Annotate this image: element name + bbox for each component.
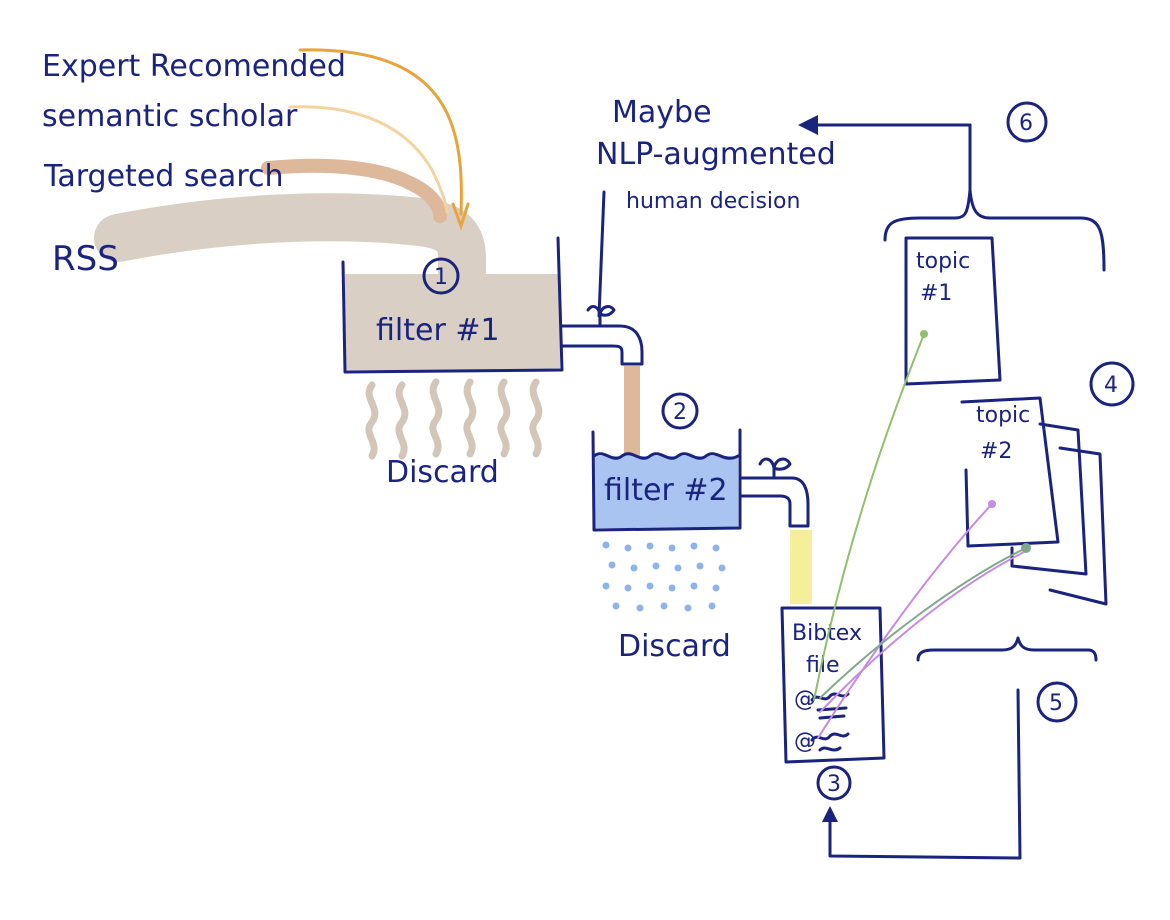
topic-cards: topic #1 topic #2 4 bbox=[904, 236, 1135, 606]
link-topic-2b-to-entry-1 bbox=[819, 551, 1025, 713]
topics-number: 4 bbox=[1104, 373, 1118, 398]
filter-2-wave bbox=[592, 452, 740, 460]
filter-1-faucet bbox=[560, 324, 644, 366]
topic-2-back-card-2 bbox=[1048, 446, 1108, 606]
filter-1-number: 1 bbox=[434, 265, 448, 290]
expert-arrowhead bbox=[451, 202, 470, 231]
bibtex-entry-2-scribble bbox=[810, 732, 850, 752]
decision-line3: human decision bbox=[626, 189, 800, 214]
filter-1-label: filter #1 bbox=[376, 313, 500, 348]
topic-2-number: #2 bbox=[980, 439, 1012, 464]
topic-2-back-card-1 bbox=[1010, 422, 1088, 576]
decision-arrowhead bbox=[798, 115, 818, 135]
rss-label: RSS bbox=[52, 239, 119, 279]
source-labels: Expert Recomended semantic scholar Targe… bbox=[42, 49, 346, 279]
topic-2-label: topic bbox=[976, 403, 1030, 428]
filter-1-number-circle bbox=[422, 257, 460, 295]
bibtex-number-circle bbox=[816, 765, 852, 801]
decision-brace bbox=[883, 123, 1106, 272]
feedback-line bbox=[828, 688, 1022, 860]
decision-number-circle bbox=[1006, 101, 1048, 143]
filter-1-faucet-handle bbox=[586, 305, 616, 328]
source-streams bbox=[94, 48, 486, 296]
feedback-brace bbox=[916, 636, 1098, 662]
link-topic-3-dot bbox=[1021, 543, 1031, 553]
filter-1: 1 filter #1 Discard bbox=[341, 236, 644, 490]
targeted-search-stream bbox=[261, 158, 447, 223]
filter-2-faucet bbox=[738, 476, 810, 528]
filter-2-discard-label: Discard bbox=[618, 629, 731, 664]
filter-1-bucket bbox=[341, 236, 564, 374]
decision-pointer-line bbox=[597, 190, 606, 318]
decision-line1: Maybe bbox=[612, 95, 712, 130]
filter-2-faucet-handle bbox=[758, 457, 792, 480]
filter-1-outflow bbox=[624, 366, 640, 458]
bibtex-entry-2: @ bbox=[794, 729, 816, 754]
filter-2-outflow bbox=[790, 530, 812, 604]
feedback-number-circle bbox=[1036, 681, 1078, 723]
filter-2-discard-drops bbox=[602, 541, 726, 612]
link-topic-1-dot bbox=[920, 330, 928, 338]
semantic-scholar-stream bbox=[288, 105, 449, 214]
topic-1-label: topic bbox=[916, 249, 970, 274]
rss-stream bbox=[94, 193, 486, 296]
feedback-number: 5 bbox=[1049, 691, 1063, 716]
filter-2-label: filter #2 bbox=[604, 473, 728, 508]
decision-number: 6 bbox=[1019, 111, 1033, 136]
targeted-search-label: Targeted search bbox=[43, 159, 284, 194]
link-topic-2-to-entry-2 bbox=[817, 503, 993, 739]
decision-note: Maybe NLP-augmented human decision 6 bbox=[596, 95, 1106, 318]
bibtex-entry-1: @ bbox=[794, 687, 816, 712]
bibtex-number: 3 bbox=[827, 772, 841, 797]
filter-2: 2 filter #2 Discard bbox=[591, 392, 812, 664]
topic-2-card bbox=[960, 396, 1060, 548]
filter-2-number: 2 bbox=[673, 400, 687, 425]
expert-recommended-stream bbox=[298, 48, 463, 216]
bibtex-entry-1-scribble bbox=[810, 692, 850, 720]
topic-links bbox=[813, 330, 1031, 739]
feedback-loop: 5 bbox=[822, 636, 1098, 860]
feedback-arrowhead bbox=[822, 806, 838, 822]
link-topic-2-dot bbox=[988, 500, 996, 508]
link-topic-1-to-entry-1 bbox=[813, 333, 925, 701]
link-topic-3-to-entry-1 bbox=[819, 547, 1027, 699]
filter-2-water bbox=[594, 456, 738, 528]
filter-1-discard-squiggles bbox=[365, 378, 543, 460]
topic-1-number: #1 bbox=[920, 281, 952, 306]
decision-line2: NLP-augmented bbox=[596, 137, 836, 172]
bibtex-card bbox=[780, 606, 886, 764]
bibtex-file: Bibtex file @ @ 3 bbox=[780, 606, 886, 801]
semantic-scholar-label: semantic scholar bbox=[42, 99, 298, 134]
filter-1-discard-label: Discard bbox=[386, 455, 499, 490]
topic-1-card bbox=[904, 236, 1002, 386]
expert-recommended-label: Expert Recomended bbox=[42, 49, 346, 84]
topics-number-circle bbox=[1089, 361, 1135, 407]
filter-2-number-circle bbox=[661, 392, 699, 430]
